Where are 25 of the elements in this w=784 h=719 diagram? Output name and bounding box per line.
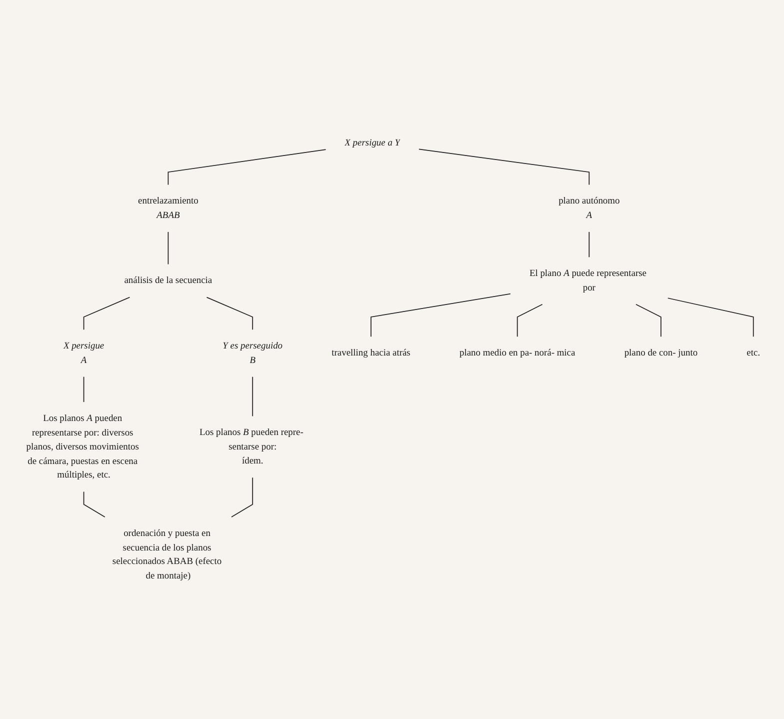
node-text: travelling hacia atrás	[332, 348, 410, 358]
connector	[370, 293, 511, 338]
connector	[418, 148, 590, 186]
node-text: Los planos A pueden representarse por: diversos planos, diversos movimientos de cámara, puestas en escena múltiples, etc.	[26, 413, 139, 480]
connector	[83, 376, 84, 402]
connector	[206, 296, 254, 330]
node-text: Los planos B pueden repre- sentarse por: ídem.	[199, 428, 304, 466]
node-text: X persigue a Y	[344, 138, 400, 148]
connector	[83, 296, 130, 330]
node-text: El plano A puede representarse por	[529, 268, 646, 293]
connector	[588, 232, 590, 258]
connector	[83, 491, 106, 518]
node-text: entrelazamiento ABAB	[138, 196, 198, 220]
node-text: plano de con- junto	[624, 348, 698, 358]
connector	[667, 298, 754, 338]
node-text: etc.	[746, 348, 760, 358]
connector	[252, 376, 254, 417]
node-text: X persigue A	[63, 340, 104, 366]
connector	[168, 232, 169, 265]
connector	[168, 149, 326, 186]
node-text: plano autónomo A	[558, 196, 620, 220]
node-text: ordenación y puesta en secuencia de los planos seleccionados ABAB (efecto de montaje)	[112, 528, 222, 581]
node-text: plano medio en pa- norá- mica	[459, 348, 576, 358]
node-text: Y es perseguido B	[222, 340, 283, 366]
node-text: análisis de la secuencia	[124, 276, 212, 286]
